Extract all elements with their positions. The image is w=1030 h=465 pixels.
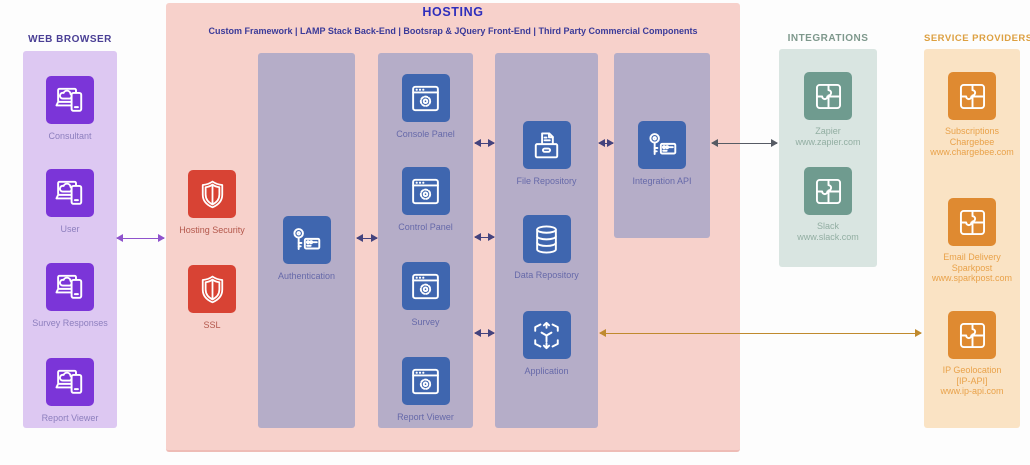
arrow-integration-api-integrations: [711, 139, 778, 148]
devices-icon: [46, 76, 94, 124]
app-panels-column: Console Panel Control Panel Survey Repor…: [378, 53, 473, 428]
integrations-panel: Zapier www.zapier.com Slack www.slack.co…: [779, 49, 877, 267]
node-authentication: Authentication: [258, 216, 355, 282]
web-browser-heading: WEB BROWSER: [28, 34, 112, 45]
cube-icon: [522, 311, 571, 359]
node-label: File Repository: [516, 176, 577, 186]
devices-icon: [46, 358, 94, 406]
arrow-auth-panels: [356, 234, 378, 243]
node-survey-responses: Survey Responses: [23, 263, 117, 329]
node-label: Report Viewer: [397, 412, 454, 422]
node-label: Survey: [411, 317, 440, 327]
arrow-browser-hosting: [116, 234, 165, 243]
authentication-panel: Authentication: [258, 53, 355, 428]
web-browser-panel: Consultant User Survey Responses Report …: [23, 51, 117, 428]
provider-line1: Email Delivery: [943, 252, 1001, 262]
node-label: Zapier www.zapier.com: [795, 126, 860, 147]
node-label: IP Geolocation [IP-API] www.ip-api.com: [940, 365, 1003, 397]
provider-line2: Sparkpost: [951, 262, 993, 273]
provider-line2: [IP-API]: [956, 375, 988, 386]
node-report-viewer-browser: Report Viewer: [23, 358, 117, 424]
node-label: Hosting Security: [179, 225, 245, 235]
provider-line1: IP Geolocation: [942, 365, 1002, 375]
integration-name: Slack: [816, 221, 839, 231]
integrations-heading: INTEGRATIONS: [787, 33, 869, 44]
node-label: Report Viewer: [41, 413, 99, 423]
puzzle-icon: [804, 72, 852, 120]
hosting-panel: HOSTING Custom Framework | LAMP Stack Ba…: [166, 3, 740, 452]
browser-gear-icon: [401, 167, 450, 215]
provider-url: www.ip-api.com: [940, 386, 1004, 396]
node-zapier: Zapier www.zapier.com: [779, 72, 877, 147]
node-label: Consultant: [48, 131, 92, 141]
node-label: SSL: [203, 320, 221, 330]
node-label: User: [60, 224, 80, 234]
node-label: Survey Responses: [32, 318, 108, 328]
node-label: Authentication: [277, 271, 336, 281]
node-label: Integration API: [632, 176, 692, 186]
data-services-column: File Repository Data Repository Applicat…: [495, 53, 598, 428]
node-label: Slack www.slack.com: [797, 221, 859, 242]
puzzle-icon: [948, 72, 996, 120]
browser-gear-icon: [401, 74, 450, 122]
node-label: Application: [524, 366, 569, 376]
node-integration-api: Integration API: [614, 121, 710, 187]
node-sparkpost: Email Delivery Sparkpost www.sparkpost.c…: [924, 198, 1020, 284]
node-chargebee: Subscriptions Chargebee www.chargebee.co…: [924, 72, 1020, 158]
browser-gear-icon: [401, 357, 450, 405]
puzzle-icon: [804, 167, 852, 215]
node-label: Console Panel: [396, 129, 455, 139]
node-hosting-security: Hosting Security: [172, 170, 252, 236]
node-consultant: Consultant: [23, 76, 117, 142]
integration-url: www.zapier.com: [795, 136, 861, 147]
provider-line1: Subscriptions: [944, 126, 999, 136]
node-ssl: SSL: [172, 265, 252, 331]
database-icon: [522, 215, 571, 263]
shield-icon: [188, 265, 236, 313]
hosting-heading: HOSTING: [422, 5, 484, 19]
node-label: Email Delivery Sparkpost www.sparkpost.c…: [932, 252, 1012, 284]
node-control-panel: Control Panel: [378, 167, 473, 233]
service-providers-heading: SERVICE PROVIDERS: [924, 33, 1030, 44]
browser-gear-icon: [401, 262, 450, 310]
key-card-icon: [282, 216, 331, 264]
node-ip-api: IP Geolocation [IP-API] www.ip-api.com: [924, 311, 1020, 397]
node-application: Application: [495, 311, 598, 377]
integration-name: Zapier: [815, 126, 841, 136]
node-label: Subscriptions Chargebee www.chargebee.co…: [930, 126, 1014, 158]
integration-api-panel: Integration API: [614, 53, 710, 238]
integration-url: www.slack.com: [797, 231, 859, 242]
puzzle-icon: [948, 198, 996, 246]
node-file-repository: File Repository: [495, 121, 598, 187]
node-label: Data Repository: [514, 270, 579, 280]
node-report-viewer-panel: Report Viewer: [378, 357, 473, 423]
node-slack: Slack www.slack.com: [779, 167, 877, 242]
file-drawer-icon: [522, 121, 571, 169]
arrow-file-repository-integration-api: [598, 139, 614, 148]
node-data-repository: Data Repository: [495, 215, 598, 281]
node-label: Control Panel: [398, 222, 453, 232]
shield-icon: [188, 170, 236, 218]
arrow-application-service-providers: [599, 329, 922, 338]
arrow-survey-application: [474, 329, 495, 338]
node-survey: Survey: [378, 262, 473, 328]
devices-icon: [46, 169, 94, 217]
devices-icon: [46, 263, 94, 311]
service-providers-panel: Subscriptions Chargebee www.chargebee.co…: [924, 49, 1020, 428]
provider-line2: Chargebee: [949, 136, 995, 147]
arrow-control-data-repository: [474, 233, 495, 242]
puzzle-icon: [948, 311, 996, 359]
arrow-console-file-repository: [474, 139, 495, 148]
hosting-subtitle: Custom Framework | LAMP Stack Back-End |…: [208, 26, 698, 36]
node-user: User: [23, 169, 117, 235]
provider-url: www.sparkpost.com: [931, 273, 1013, 283]
key-card-icon: [638, 121, 686, 169]
node-console-panel: Console Panel: [378, 74, 473, 140]
provider-url: www.chargebee.com: [930, 147, 1014, 157]
